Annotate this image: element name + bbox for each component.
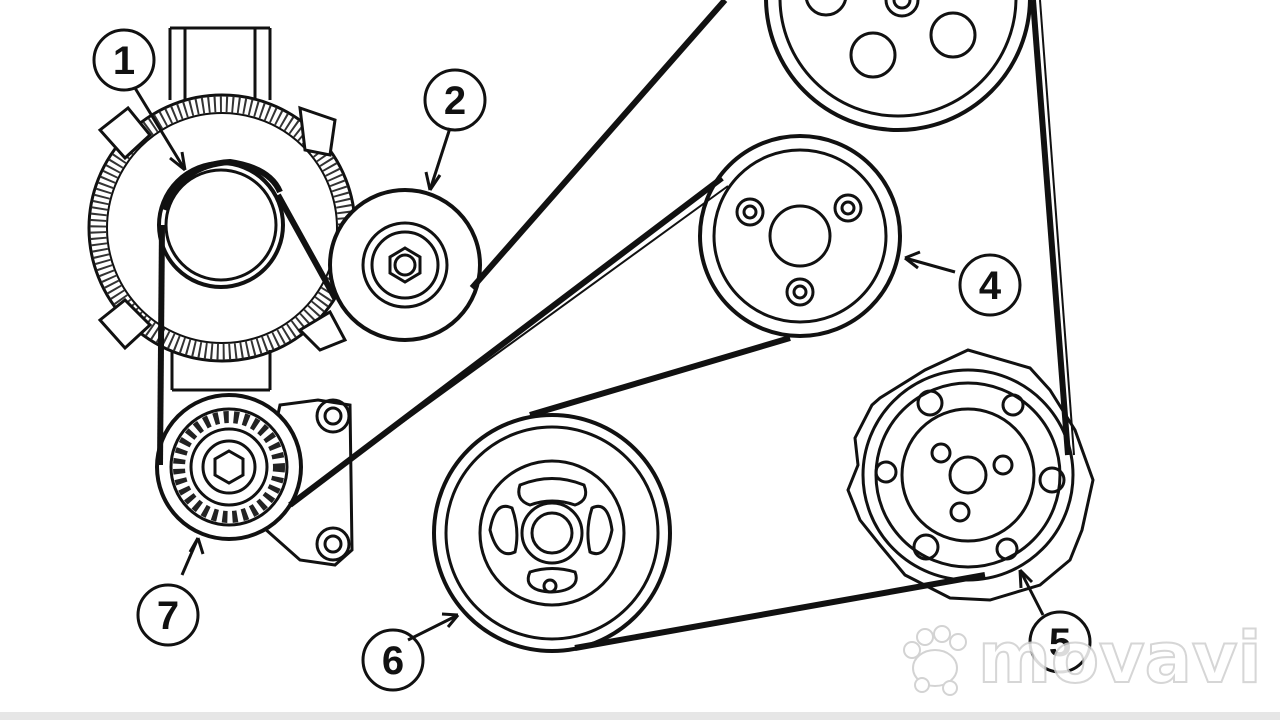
ac-compressor [846,348,1095,602]
callout-4: 4 [958,253,1022,317]
leader-lines [133,87,1045,642]
callout-6-text: 6 [382,639,404,683]
callout-2: 2 [423,68,487,132]
power-steering-pulley [698,134,902,338]
watermark-text: movavi [978,617,1262,699]
bottom-border [0,712,1280,720]
callout-6: 6 [361,628,425,692]
idler-pulley [328,188,482,342]
callout-2-text: 2 [444,79,466,123]
callout-7-text: 7 [157,594,179,638]
belt-tensioner [155,393,354,567]
callout-5: 5 [1028,610,1092,674]
serpentine-belt [157,0,1075,651]
crankshaft-pulley [432,413,672,653]
callout-4-text: 4 [979,264,1002,308]
callout-1-text: 1 [113,39,135,83]
watermark: movavi [903,616,1263,700]
top-pulley [764,0,1032,132]
callout-7: 7 [136,583,200,647]
callout-1: 1 [92,28,156,92]
callout-5-text: 5 [1049,621,1071,665]
movavi-paw-icon [903,625,967,696]
